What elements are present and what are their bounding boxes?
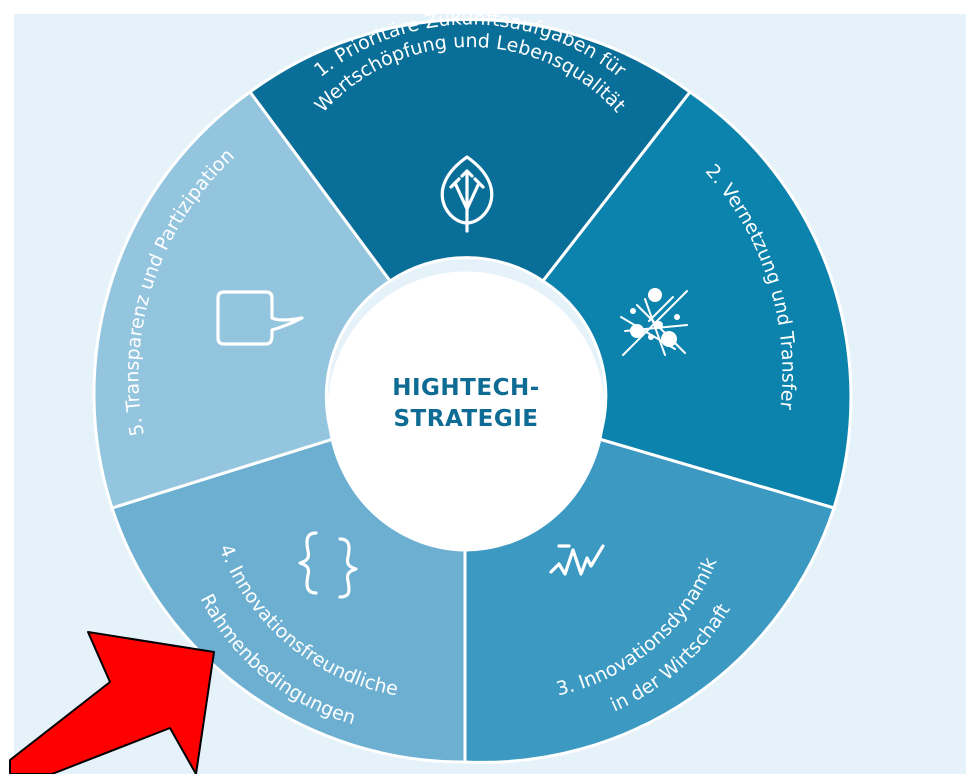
braces-icon (298, 531, 358, 599)
segment-5-transparenz-und-partizipation: 5. Transparenz und Partizipation (92, 89, 393, 510)
segment-2-vernetzung-und-transfer: 2. Vernetzung und Transfer (540, 89, 853, 510)
segment-4-innovationsfreundliche-rahmenbedingungen: 4. Innovationsfreundliche Rahmenbedingun… (110, 437, 467, 764)
center-circle: HIGHTECH- STRATEGIE (327, 271, 605, 549)
leaf-icon (440, 155, 494, 233)
zigzag-icon (549, 544, 605, 576)
segment-1-prioritaere-zukunftsaufgaben: 1. Prioritäre Zukunftsaufgaben für Werts… (247, 7, 693, 284)
network-icon (620, 288, 688, 356)
red-arrow-icon (9, 631, 215, 774)
speech-bubble-icon (216, 290, 304, 346)
segment-3-innovationsdynamik: 3. Innovationsdynamik in der Wirtschaft (463, 437, 836, 764)
center-title-line-2: STRATEGIE (393, 406, 538, 432)
center-title-line-1: HIGHTECH- (392, 375, 540, 401)
